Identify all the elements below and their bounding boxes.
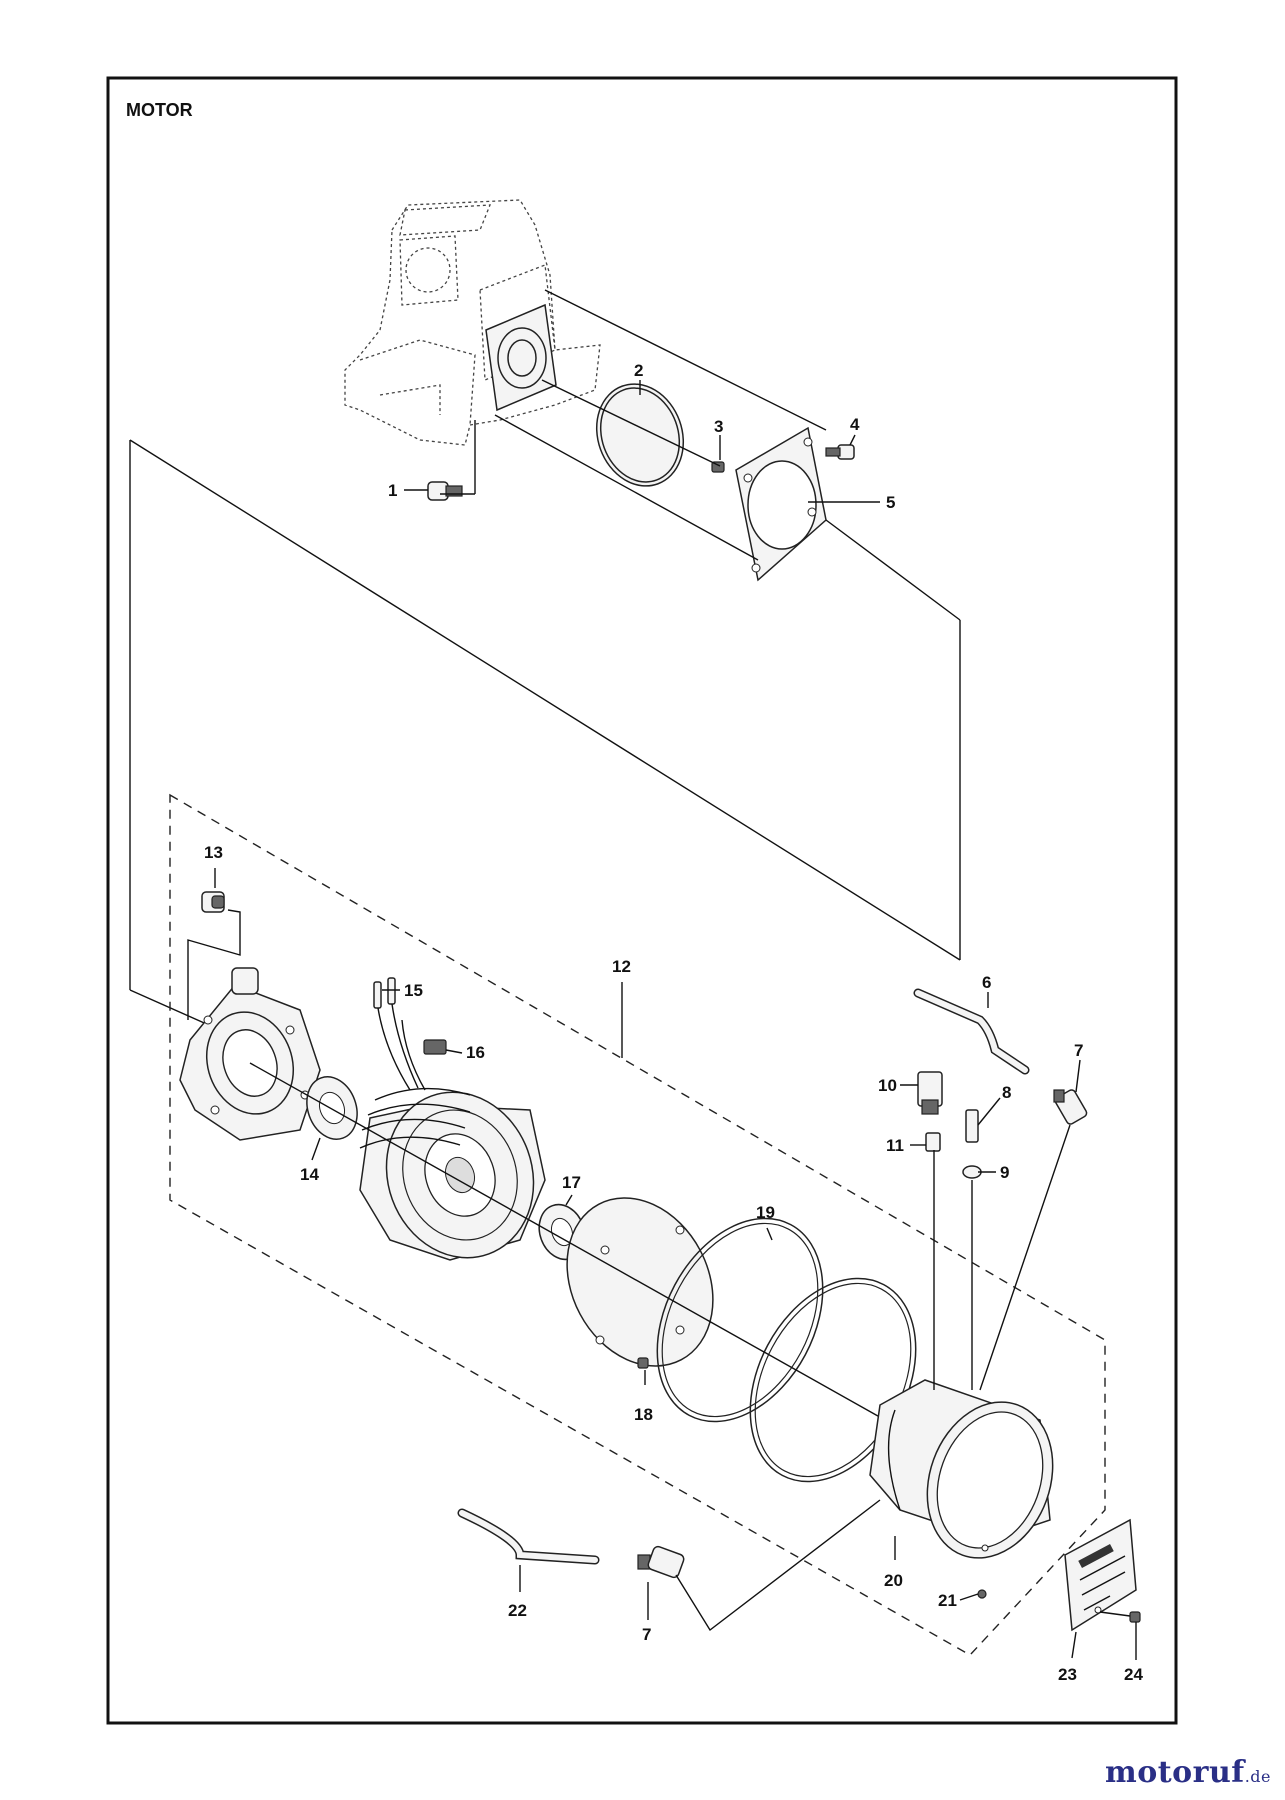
callout-24: 24 <box>1124 1665 1143 1684</box>
callout-2: 2 <box>634 361 643 380</box>
callout-12: 12 <box>612 957 631 976</box>
callout-20: 20 <box>884 1571 903 1590</box>
callout-8: 8 <box>1002 1083 1011 1102</box>
callout-3: 3 <box>714 417 723 436</box>
assembly-axis-line <box>249 1062 886 1421</box>
plug-13 <box>201 891 225 913</box>
coupling-10 <box>917 1071 943 1115</box>
callout-15: 15 <box>404 981 423 1000</box>
screw-3 <box>711 461 725 473</box>
nipple-11 <box>925 1132 941 1152</box>
watermark-name: motoruf <box>1105 1755 1245 1790</box>
assembly-12-dashed-boundary <box>169 793 1106 1656</box>
nipple-8 <box>965 1109 979 1143</box>
callout-16: 16 <box>466 1043 485 1062</box>
motor-flange-face <box>485 303 557 412</box>
diagram-title: MOTOR <box>126 100 193 120</box>
callout-4: 4 <box>850 415 860 434</box>
screw-18 <box>637 1357 649 1369</box>
callout-5: 5 <box>886 493 895 512</box>
screw-21 <box>977 1589 987 1599</box>
motor-housing-20 <box>869 1379 1054 1559</box>
elbow-7-lower <box>637 1545 685 1579</box>
screw-4 <box>825 444 855 460</box>
callout-leaders <box>214 380 1137 1660</box>
rating-plate-23 <box>1064 1518 1137 1632</box>
callout-10: 10 <box>878 1076 897 1095</box>
callout-11: 11 <box>886 1136 904 1155</box>
callout-14: 14 <box>300 1165 319 1184</box>
watermark-tld: .de <box>1244 1767 1271 1786</box>
callout-22: 22 <box>508 1601 527 1620</box>
diagram-frame <box>106 76 1178 1725</box>
sensor-16 <box>423 1039 447 1055</box>
gearbox-housing-ghost <box>344 199 601 446</box>
callout-1: 1 <box>388 481 397 500</box>
screw-1 <box>427 481 463 501</box>
wire-leads-15 <box>373 977 426 1091</box>
watermark-logo: motoruf.de <box>1105 1755 1271 1790</box>
callout-17: 17 <box>562 1173 581 1192</box>
callout-7-upper: 7 <box>1074 1041 1083 1060</box>
screw-24 <box>1129 1611 1141 1623</box>
end-housing <box>179 967 321 1141</box>
callout-7-lower: 7 <box>642 1625 651 1644</box>
callout-labels: 1 2 3 4 5 6 7 7 8 9 10 11 12 13 14 15 16… <box>204 361 1143 1684</box>
callout-13: 13 <box>204 843 223 862</box>
bearing-14 <box>306 1076 358 1140</box>
plug-13-leader <box>187 909 241 1020</box>
callout-21: 21 <box>938 1591 957 1610</box>
callout-19: 19 <box>756 1203 775 1222</box>
motor-stator <box>359 1087 546 1261</box>
callout-6: 6 <box>982 973 991 992</box>
callout-18: 18 <box>634 1405 653 1424</box>
callout-23: 23 <box>1058 1665 1077 1684</box>
adapter-plate-5 <box>735 426 827 582</box>
elbow-7-upper <box>1053 1089 1088 1125</box>
callout-9: 9 <box>1000 1163 1009 1182</box>
upper-assembly-lines <box>129 289 961 1031</box>
